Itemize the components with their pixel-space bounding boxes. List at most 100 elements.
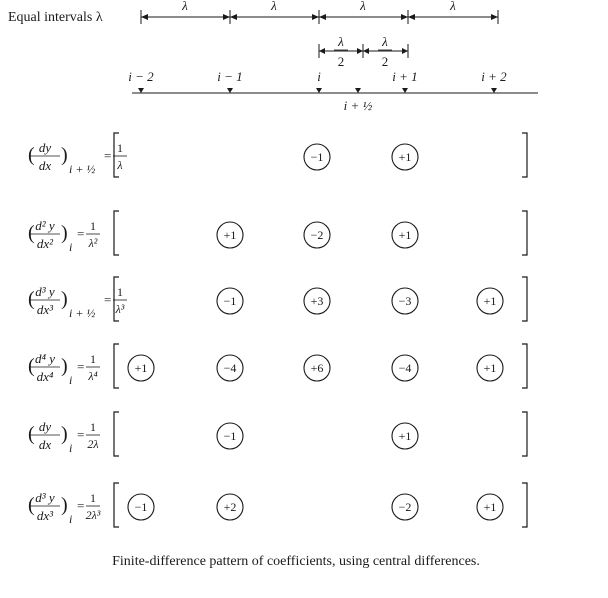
half-interval-dimension: λ 2 λ 2 bbox=[318, 34, 409, 69]
paren-right: ) bbox=[61, 288, 68, 310]
equals-sign: = bbox=[77, 226, 84, 241]
paren-left: ( bbox=[28, 288, 35, 310]
derivative-numerator: d³ y bbox=[35, 284, 55, 299]
equal-intervals-label: Equal intervals λ bbox=[8, 10, 103, 25]
coefficient-numerator: 1 bbox=[90, 219, 96, 233]
axis-tick-label-2: i − 1 bbox=[217, 69, 242, 84]
bracket-right bbox=[522, 276, 528, 322]
coefficient-circle bbox=[303, 143, 331, 171]
coefficient-circle bbox=[127, 493, 155, 521]
equals-sign: = bbox=[77, 359, 84, 374]
bracket-right bbox=[522, 132, 528, 178]
coefficient-numerator: 1 bbox=[117, 141, 123, 155]
axis-tick-3 bbox=[316, 88, 322, 93]
bracket-left bbox=[113, 276, 119, 322]
coefficient-circle bbox=[391, 493, 419, 521]
derivative-subscript: i bbox=[69, 512, 72, 526]
paren-right: ) bbox=[61, 494, 68, 516]
paren-right: ) bbox=[61, 355, 68, 377]
paren-left: ( bbox=[28, 222, 35, 244]
coefficient-circle bbox=[391, 143, 419, 171]
derivative-numerator: d² y bbox=[35, 218, 55, 233]
axis-tick-label-5: i + 2 bbox=[481, 69, 507, 84]
coefficient-value: −2 bbox=[399, 500, 412, 514]
paren-right: ) bbox=[61, 423, 68, 445]
coefficient-numerator: 1 bbox=[90, 491, 96, 505]
coefficient-denominator: λ⁴ bbox=[87, 369, 97, 383]
coefficient-value: +1 bbox=[224, 228, 237, 242]
coefficient-value: +2 bbox=[224, 500, 237, 514]
half-interval-num-1: λ bbox=[337, 34, 344, 49]
coefficient-circle bbox=[303, 354, 331, 382]
coefficient-circle bbox=[476, 493, 504, 521]
coefficient-numerator: 1 bbox=[117, 285, 123, 299]
derivative-denominator: dx³ bbox=[37, 508, 54, 523]
coefficient-circle bbox=[391, 354, 419, 382]
midpoint-label: i + ½ bbox=[344, 98, 373, 113]
coefficient-value: +1 bbox=[484, 294, 497, 308]
axis-tick-label-1: i − 2 bbox=[128, 69, 154, 84]
axis-tick-1 bbox=[138, 88, 144, 93]
coefficient-value: −4 bbox=[224, 361, 237, 375]
interval-lambda-2: λ bbox=[270, 0, 277, 13]
coefficient-denominator: λ³ bbox=[115, 302, 125, 316]
bracket-right bbox=[522, 482, 528, 528]
axis-tick-label-3: i bbox=[317, 69, 321, 84]
coefficient-circle bbox=[216, 354, 244, 382]
derivative-subscript: i bbox=[69, 441, 72, 455]
coefficient-circle bbox=[216, 287, 244, 315]
coefficient-denominator: λ bbox=[116, 158, 122, 172]
interval-lambda-3: λ bbox=[359, 0, 366, 13]
coefficient-value: +3 bbox=[311, 294, 324, 308]
coefficient-value: +1 bbox=[484, 500, 497, 514]
coefficient-denominator: 2λ³ bbox=[86, 508, 101, 522]
derivative-denominator: dx bbox=[39, 437, 52, 452]
coefficient-value: +1 bbox=[399, 228, 412, 242]
coefficient-value: −2 bbox=[311, 228, 324, 242]
bracket-left bbox=[113, 210, 119, 256]
bracket-left bbox=[113, 132, 119, 178]
derivative-numerator: d³ y bbox=[35, 490, 55, 505]
coefficient-circle bbox=[476, 287, 504, 315]
coefficient-circle bbox=[303, 287, 331, 315]
coefficient-value: +6 bbox=[311, 361, 324, 375]
equals-sign: = bbox=[77, 498, 84, 513]
bracket-right bbox=[522, 343, 528, 389]
paren-right: ) bbox=[61, 222, 68, 244]
bracket-left bbox=[113, 343, 119, 389]
derivative-subscript: i + ½ bbox=[69, 162, 95, 176]
derivative-denominator: dx⁴ bbox=[37, 369, 54, 384]
coefficient-circle bbox=[127, 354, 155, 382]
coefficient-value: −1 bbox=[135, 500, 148, 514]
coefficient-circle bbox=[476, 354, 504, 382]
derivative-subscript: i bbox=[69, 373, 72, 387]
half-interval-den-1: 2 bbox=[338, 54, 345, 69]
coefficient-value: −1 bbox=[224, 429, 237, 443]
coefficient-value: +1 bbox=[135, 361, 148, 375]
coefficient-value: −1 bbox=[311, 150, 324, 164]
coefficient-circle bbox=[391, 287, 419, 315]
derivative-denominator: dx² bbox=[37, 236, 54, 251]
paren-left: ( bbox=[28, 423, 35, 445]
derivative-subscript: i + ½ bbox=[69, 306, 95, 320]
paren-right: ) bbox=[61, 144, 68, 166]
coefficient-circle bbox=[391, 221, 419, 249]
coefficient-row-2: (d² y dx²)i = 1 λ² +1 −2 +1 bbox=[28, 210, 528, 256]
derivative-subscript: i bbox=[69, 240, 72, 254]
derivative-denominator: dx³ bbox=[37, 302, 54, 317]
axis-tick-5 bbox=[491, 88, 497, 93]
axis-tick-4 bbox=[402, 88, 408, 93]
paren-left: ( bbox=[28, 355, 35, 377]
coefficient-circle bbox=[216, 422, 244, 450]
half-interval-num-2: λ bbox=[381, 34, 388, 49]
bracket-right bbox=[522, 411, 528, 457]
coefficient-circle bbox=[216, 493, 244, 521]
equals-sign: = bbox=[77, 427, 84, 442]
coefficient-denominator: λ² bbox=[88, 236, 98, 250]
coefficient-denominator: 2λ bbox=[87, 437, 98, 451]
axis-tick-label-4: i + 1 bbox=[392, 69, 417, 84]
coefficient-value: −3 bbox=[399, 294, 412, 308]
